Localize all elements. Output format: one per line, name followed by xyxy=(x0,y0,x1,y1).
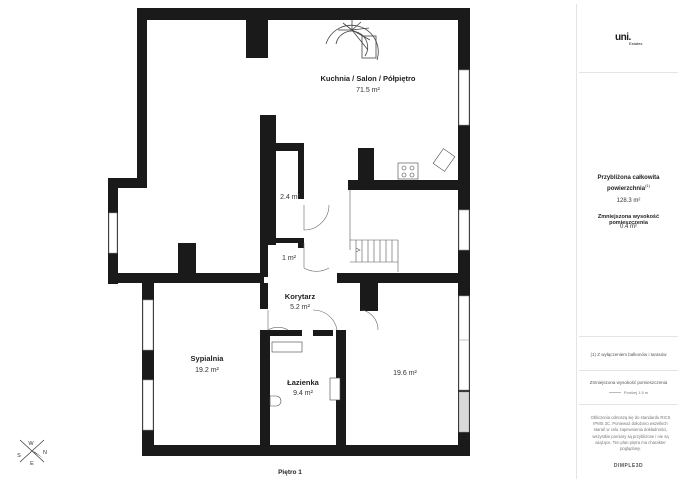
info-panel: uni. Estates Przybliżona całkowita powie… xyxy=(576,4,680,479)
reduced-height-label: Zmniejszona wysokość pomieszczenia xyxy=(597,214,660,226)
brand-footer: DIMPLE3D xyxy=(613,463,644,469)
legend-item-label: Poniżej 1.5 m xyxy=(623,390,649,395)
room-area-korytarz: 5.2 m² xyxy=(290,304,311,311)
room-area-closet-a: 2.4 m² xyxy=(280,194,301,201)
compass-s: S xyxy=(17,453,21,459)
floor-label: Piętro 1 xyxy=(278,469,302,476)
reduced-height-value: 0.4 m² xyxy=(619,224,637,230)
room-area-se: 19.6 m² xyxy=(393,370,417,377)
legend-item: Poniżej 1.5 m xyxy=(577,390,680,395)
room-area-closet-b: 1 m² xyxy=(282,255,297,262)
room-area-lazienka: 9.4 m² xyxy=(293,390,314,397)
footnote-mark: (1) xyxy=(645,183,650,188)
kitchen-fixtures xyxy=(397,148,456,180)
legend-swatch xyxy=(608,392,621,394)
logo-mark: uni. xyxy=(615,32,631,43)
room-name-sypialnia: Sypialnia xyxy=(191,354,225,363)
floor-plan: Kuchnia / Salon / Półpiętro 71.5 m² 2.4 … xyxy=(17,8,470,476)
room-area-sypialnia: 19.2 m² xyxy=(195,367,219,374)
compass-n: N xyxy=(43,450,47,456)
brand-logo: uni. Estates xyxy=(615,32,675,48)
bathroom-fixtures xyxy=(269,341,341,407)
divider xyxy=(579,336,678,337)
footnote-text: (1) Z wyłączeniem balkonów i tarasów xyxy=(590,352,667,357)
compass-w: W xyxy=(28,441,34,447)
reduced-height-zone xyxy=(458,391,470,433)
room-name-kuchnia: Kuchnia / Salon / Półpiętro xyxy=(320,74,415,83)
room-name-lazienka: Łazienka xyxy=(287,378,320,387)
total-area-label: Przybliżona całkowita powierzchnia(1) xyxy=(597,175,660,192)
divider xyxy=(579,370,678,371)
divider xyxy=(579,404,678,405)
staircase xyxy=(349,190,399,272)
spiral-staircase xyxy=(325,20,379,61)
compass-icon: W N S E xyxy=(17,439,47,467)
windows xyxy=(108,69,470,431)
compass-e: E xyxy=(30,461,34,467)
room-area-kuchnia: 71.5 m² xyxy=(356,87,380,94)
disclaimer-text: Obliczenia odnoszą się do standardu RICS… xyxy=(590,415,671,452)
total-area-value: 128.3 m² xyxy=(616,198,641,204)
legend-title: Zmniejszona wysokość pomieszczenia xyxy=(589,380,668,385)
walls xyxy=(108,8,470,456)
doors xyxy=(267,204,379,331)
divider xyxy=(579,72,678,73)
room-name-korytarz: Korytarz xyxy=(285,292,316,301)
logo-subtitle: Estates xyxy=(629,41,643,46)
